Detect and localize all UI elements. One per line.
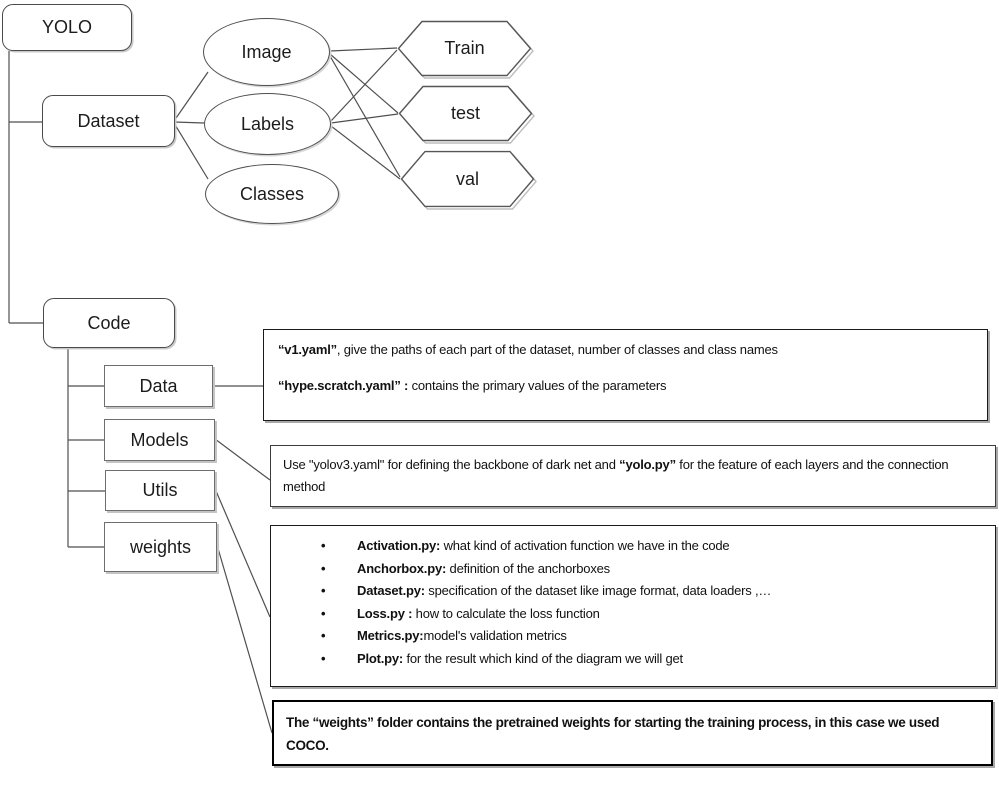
node-yolo-label: YOLO <box>41 17 93 37</box>
line-models-note <box>214 438 271 481</box>
list-item-bold: Metrics.py: <box>357 628 424 643</box>
node-dataset: Dataset <box>42 95 175 147</box>
bullet-icon: • <box>321 650 326 666</box>
node-image: Image <box>203 18 330 86</box>
list-item: • Anchorbox.py: definition of the anchorb… <box>271 558 995 581</box>
note-data-line2-bold: “hype.scratch.yaml” : <box>278 378 409 393</box>
line-weights-note <box>216 544 273 734</box>
list-item-rest: specification of the dataset like image … <box>424 583 772 598</box>
node-code: Code <box>43 298 175 348</box>
note-data-line1-rest: , give the paths of each part of the dat… <box>336 342 778 357</box>
node-weights: weights <box>104 522 217 572</box>
hexagon-shape <box>398 85 535 144</box>
list-item-rest: for the result which kind of the diagram… <box>403 650 683 666</box>
node-image-label: Image <box>241 41 292 62</box>
line-utils-note <box>215 490 271 618</box>
list-item: • Loss.py : how to calculate the loss fun… <box>271 603 995 626</box>
node-dataset-label: Dataset <box>77 110 140 131</box>
node-models-label: Models <box>130 429 189 450</box>
line-image-train <box>329 47 398 52</box>
note-models: Use "yolov3.yaml" for defining the backb… <box>270 445 996 507</box>
hexagon-shape <box>397 20 534 79</box>
line-dataset-classes <box>173 122 209 180</box>
note-models-post: for the feature of each layers and the c… <box>283 457 949 494</box>
node-val-label: val <box>455 168 479 189</box>
list-item-bold: Loss.py : <box>357 605 413 621</box>
list-item-bold: Anchorbox.py: <box>357 560 447 576</box>
node-train-label: Train <box>444 38 485 58</box>
node-models: Models <box>104 419 215 461</box>
node-test: test <box>398 85 535 144</box>
note-models-bold: “yolo.py” <box>619 457 676 472</box>
node-test-label: test <box>450 103 480 123</box>
line-labels-val <box>330 125 401 180</box>
note-weights-text: The “weights” folder contains the pretra… <box>286 715 940 753</box>
list-item: • Metrics.py:model's validation metrics <box>271 625 995 648</box>
node-classes: Classes <box>205 164 339 224</box>
node-utils: Utils <box>105 470 215 511</box>
list-item: • Plot.py: for the result which kind of t… <box>271 648 995 671</box>
line-dataset-image <box>173 71 209 122</box>
note-models-pre: Use "yolov3.yaml" for defining the backb… <box>283 457 620 472</box>
node-utils-label: Utils <box>142 480 178 500</box>
note-data: “v1.yaml”, give the paths of each part o… <box>263 329 988 421</box>
bullet-icon: • <box>321 583 326 598</box>
node-code-label: Code <box>87 312 131 333</box>
list-item-bold: Dataset.py: <box>357 583 425 598</box>
hexagon-shape <box>400 150 537 210</box>
node-data-label: Data <box>139 375 178 396</box>
line-image-val <box>329 55 401 178</box>
note-data-line1: “v1.yaml”, give the paths of each part o… <box>278 340 973 359</box>
node-weights-label: weights <box>129 536 192 557</box>
bullet-icon: • <box>321 538 326 553</box>
bullet-icon: • <box>321 560 326 576</box>
node-classes-label: Classes <box>239 183 305 204</box>
list-item-rest: what kind of activation function we have… <box>440 538 730 553</box>
node-val: val <box>400 150 537 210</box>
list-item: • Dataset.py: specification of the datase… <box>271 580 995 603</box>
node-train: Train <box>397 20 534 79</box>
list-item-rest: definition of the anchorboxes <box>446 560 611 576</box>
note-data-line1-bold: “v1.yaml” <box>278 342 337 357</box>
note-weights: The “weights” folder contains the pretra… <box>272 700 993 766</box>
node-data: Data <box>104 365 213 407</box>
node-labels: Labels <box>204 93 331 155</box>
node-labels-label: Labels <box>240 113 295 134</box>
bullet-icon: • <box>321 628 326 643</box>
line-dataset-labels <box>173 121 205 124</box>
line-labels-train <box>330 49 398 122</box>
line-image-test <box>329 53 399 114</box>
note-data-line2: “hype.scratch.yaml” : contains the prima… <box>278 376 973 395</box>
list-item-rest: model's validation metrics <box>423 628 567 643</box>
list-item: • Activation.py: what kind of activation … <box>271 535 995 558</box>
list-item-bold: Activation.py: <box>357 538 441 553</box>
note-data-line2-rest: contains the primary values of the param… <box>408 378 667 393</box>
note-models-text: Use "yolov3.yaml" for defining the backb… <box>283 454 983 498</box>
list-item-bold: Plot.py: <box>357 650 404 666</box>
note-utils: • Activation.py: what kind of activation … <box>270 525 996 687</box>
line-labels-test <box>330 113 399 124</box>
bullet-icon: • <box>321 605 326 621</box>
node-yolo: YOLO <box>2 4 132 51</box>
list-item-rest: how to calculate the loss function <box>412 605 600 621</box>
